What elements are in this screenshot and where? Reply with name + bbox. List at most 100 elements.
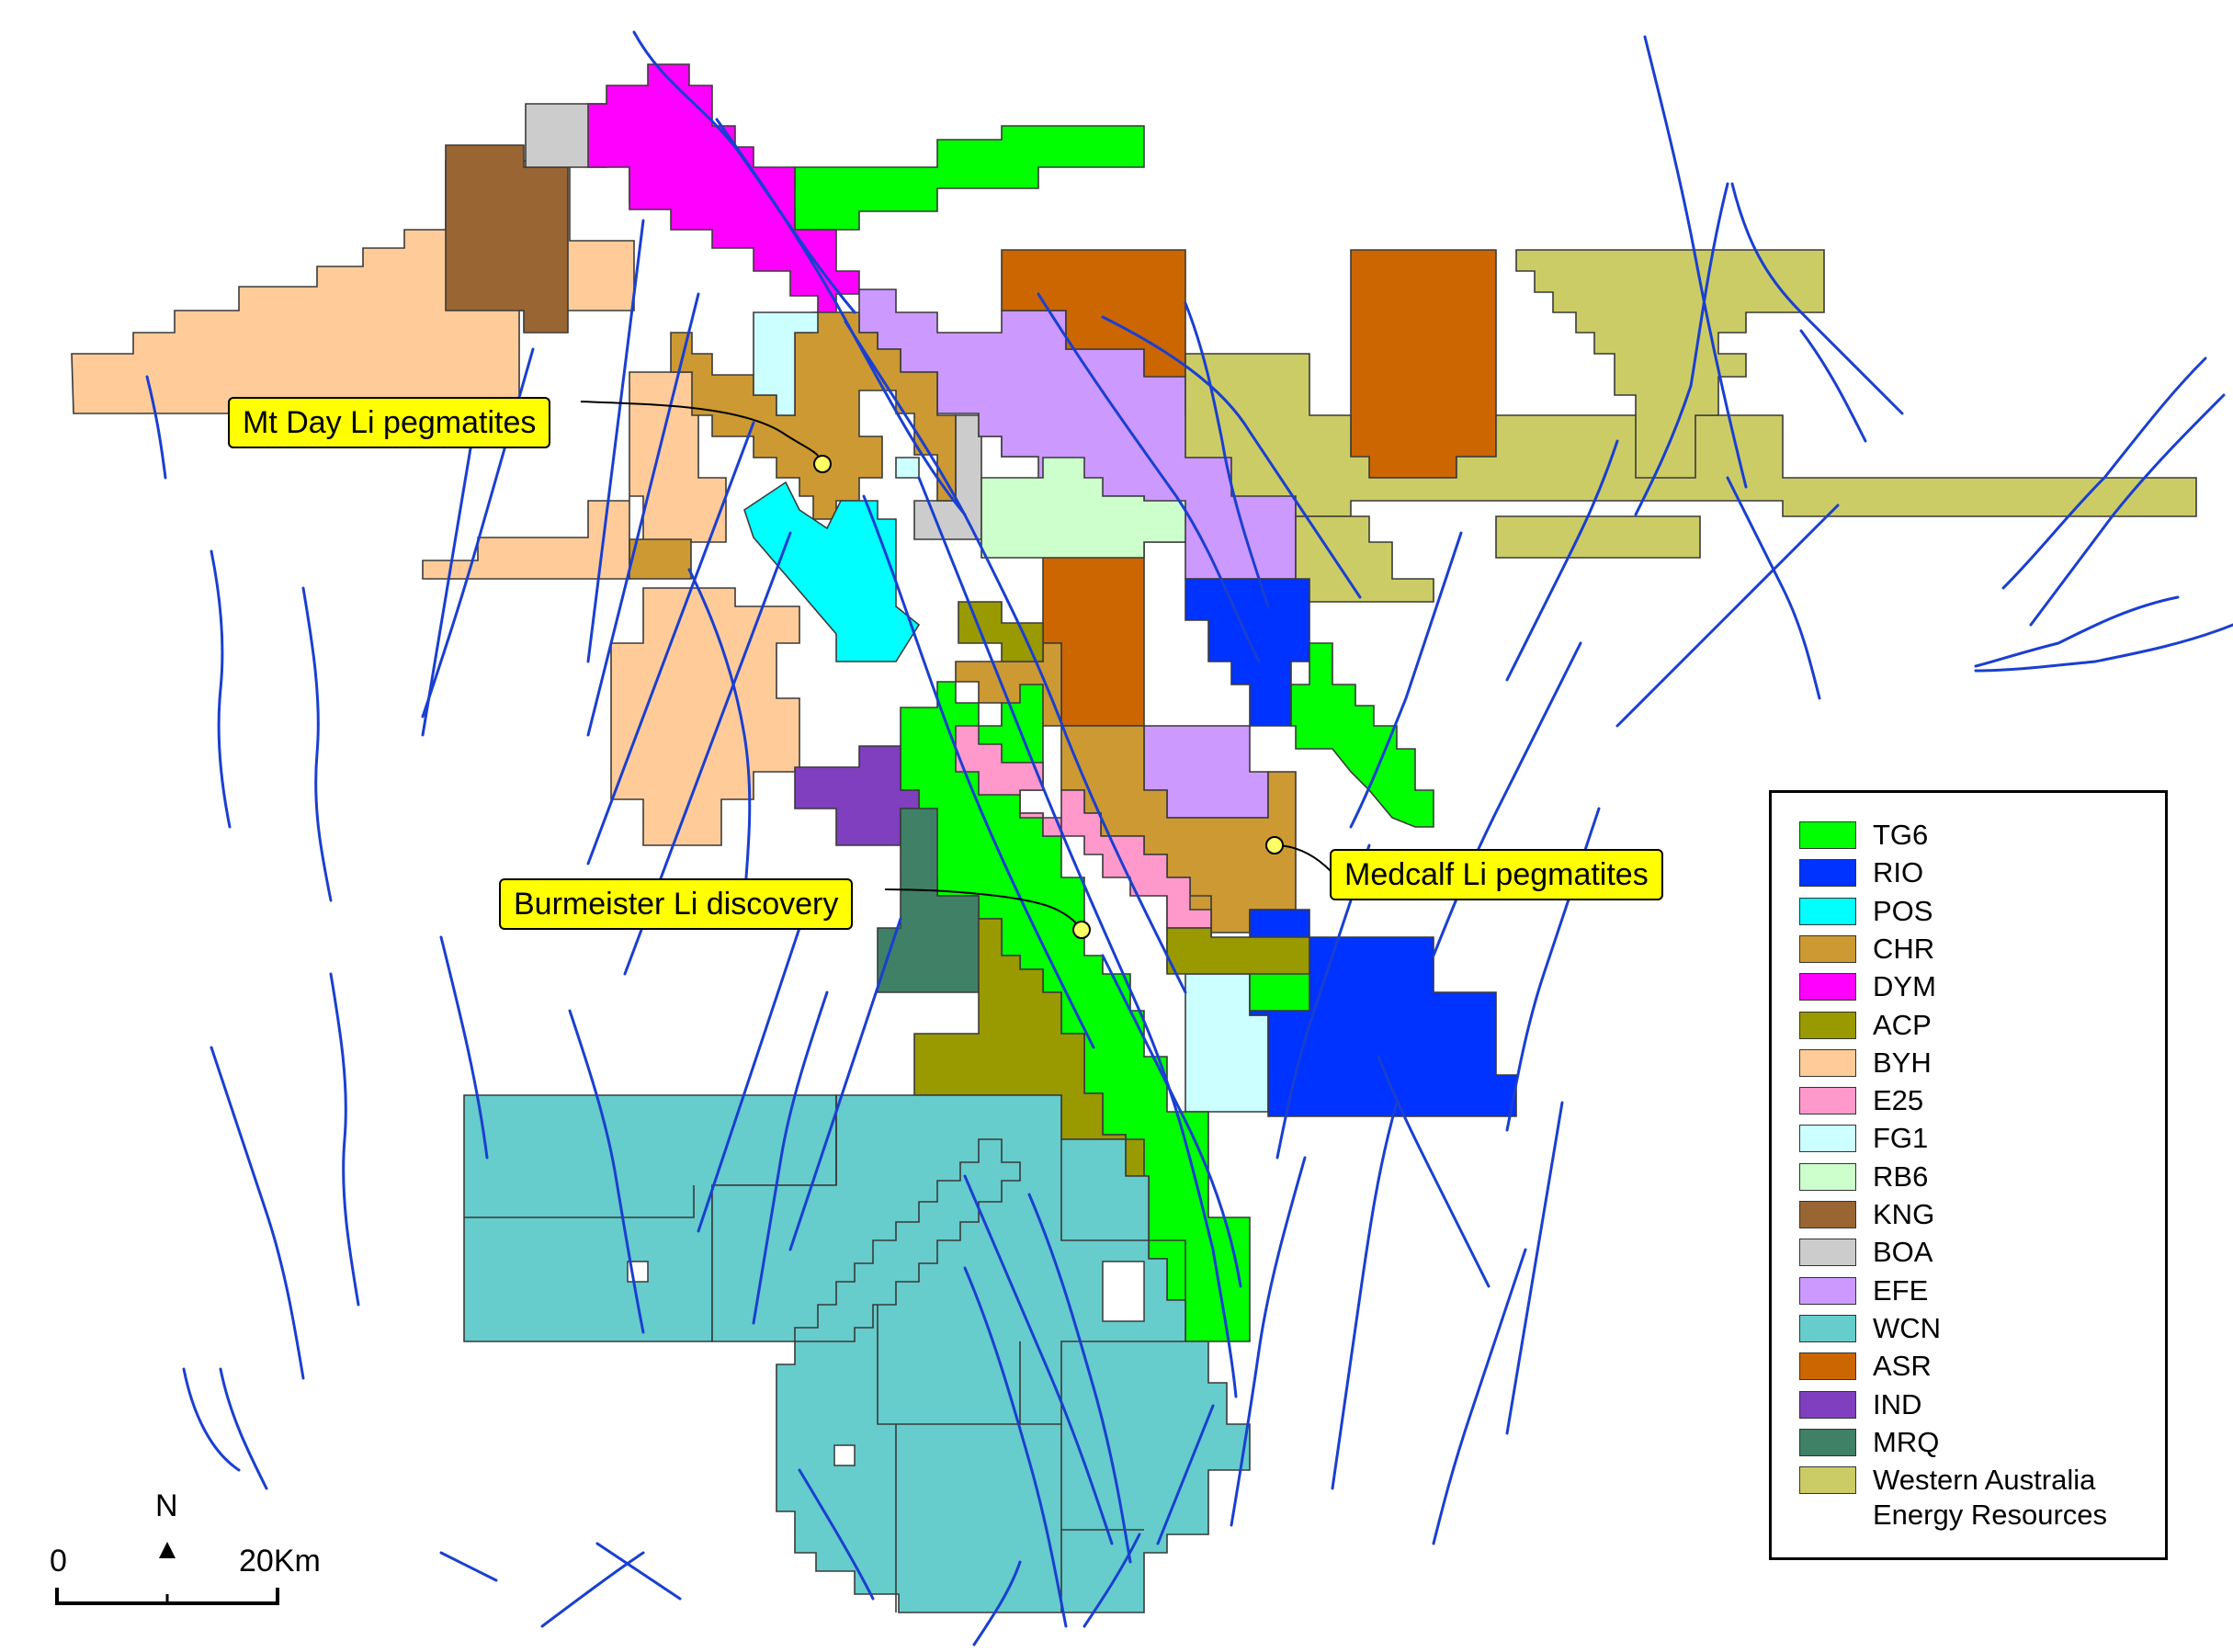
legend-label: FG1 <box>1873 1121 1928 1156</box>
legend-swatch <box>1799 1125 1856 1153</box>
legend-item-boa: BOA <box>1799 1235 1933 1272</box>
legend-label: TG6 <box>1873 818 1928 853</box>
legend-swatch <box>1799 1428 1856 1456</box>
legend-item-e25: E25 <box>1799 1083 1923 1120</box>
legend-swatch <box>1799 859 1856 888</box>
legend-label-line1: POS <box>1873 894 1933 927</box>
legend-label-line1: ACP <box>1873 1008 1932 1041</box>
legend-label: E25 <box>1873 1083 1923 1118</box>
wcn-subdivisions <box>464 1095 1186 1612</box>
legend-swatch <box>1799 1466 1856 1495</box>
legend-label: IND <box>1873 1387 1921 1422</box>
legend-item-asr: ASR <box>1799 1349 1932 1386</box>
tenement-asr-1 <box>1001 249 1186 378</box>
callout-mt-day: Mt Day Li pegmatites <box>228 397 551 448</box>
legend-label-line1: CHR <box>1873 932 1935 965</box>
legend-label: MRQ <box>1873 1425 1939 1460</box>
legend-label: KNG <box>1873 1197 1934 1232</box>
legend-label: BOA <box>1873 1235 1933 1270</box>
tenement-acp-mid <box>1166 927 1310 975</box>
tenement-tg6-east <box>1290 642 1434 828</box>
legend-label: WCN <box>1873 1311 1941 1346</box>
legend-item-acp: ACP <box>1799 1008 1932 1045</box>
legend-swatch <box>1799 1239 1856 1267</box>
legend-item-wcn: WCN <box>1799 1311 1941 1348</box>
tenement-waer-d <box>1495 515 1701 559</box>
tenement-byh-south <box>610 587 800 846</box>
fault-lines <box>145 30 2233 1646</box>
legend-swatch <box>1799 973 1856 1001</box>
tenement-asr-2 <box>1350 249 1497 479</box>
legend-label: BYH <box>1873 1046 1932 1081</box>
callout-medcalf: Medcalf Li pegmatites <box>1330 849 1663 900</box>
legend-label: EFE <box>1873 1273 1928 1308</box>
tenement-waer-b <box>1515 249 1825 479</box>
tenement-chr-west <box>629 538 692 580</box>
legend-swatch <box>1799 1087 1856 1115</box>
legend-label-line1: BOA <box>1873 1236 1933 1269</box>
legend-item-rio: RIO <box>1799 855 1923 892</box>
tenement-fg1-small <box>895 457 920 479</box>
legend-label: ASR <box>1873 1349 1932 1384</box>
legend-swatch <box>1799 1390 1856 1419</box>
legend-label-line1: Western Australia <box>1873 1464 2096 1497</box>
legend-label-line1: ASR <box>1873 1350 1932 1383</box>
legend-item-efe: EFE <box>1799 1273 1928 1310</box>
legend-item-pos: POS <box>1799 894 1933 931</box>
legend-item-byh: BYH <box>1799 1046 1932 1082</box>
legend-label-line1: IND <box>1873 1387 1922 1420</box>
legend-label-line1: KNG <box>1873 1198 1935 1230</box>
north-arrow-icon <box>159 1542 176 1558</box>
legend-item-chr: CHR <box>1799 932 1934 968</box>
legend-label: RB6 <box>1873 1160 1928 1194</box>
burmeister-marker <box>1072 921 1091 939</box>
legend-swatch <box>1799 1352 1856 1381</box>
callout-leaders <box>580 401 1332 939</box>
legend-item-mrq: MRQ <box>1799 1425 1939 1462</box>
legend-item-ind: IND <box>1799 1387 1921 1424</box>
mt-day-marker <box>813 455 832 473</box>
legend-item-kng: KNG <box>1799 1197 1934 1234</box>
legend-swatch <box>1799 897 1856 925</box>
tenement-tg6-pocket <box>1249 968 1310 1012</box>
legend-label-line1: TG6 <box>1873 819 1929 851</box>
legend-item-tg6: TG6 <box>1799 818 1928 854</box>
legend-item-fg1: FG1 <box>1799 1121 1928 1158</box>
legend-label: RIO <box>1873 855 1923 890</box>
legend-swatch <box>1799 934 1856 963</box>
tenement-rb6 <box>980 457 1186 559</box>
tenement-acp-north <box>958 601 1044 662</box>
legend-swatch <box>1799 1276 1856 1305</box>
legend-label: DYM <box>1873 969 1936 1004</box>
tenement-kng <box>445 144 569 334</box>
legend-item-rb6: RB6 <box>1799 1160 1928 1196</box>
medcalf-marker <box>1265 836 1284 854</box>
tenement-rio-south <box>1249 909 1517 1117</box>
legend-label-line1: EFE <box>1873 1273 1929 1307</box>
legend-label: POS <box>1873 894 1933 929</box>
north-label: N <box>155 1488 178 1523</box>
legend-item-dym: DYM <box>1799 969 1936 1006</box>
legend-label-line1: RIO <box>1873 856 1924 889</box>
legend-label-line1: WCN <box>1873 1311 1942 1344</box>
legend-label-line1: DYM <box>1873 970 1936 1003</box>
scale-bar <box>55 1542 279 1605</box>
tenement-waer-c <box>1295 515 1434 603</box>
legend-label-line1: BYH <box>1873 1046 1932 1079</box>
scale-end-label: 20Km <box>239 1544 321 1578</box>
callout-burmeister: Burmeister Li discovery <box>499 878 854 930</box>
legend-label-line2: Energy Resources <box>1873 1499 2108 1532</box>
tenement-fg1-north <box>753 311 819 416</box>
legend-swatch <box>1799 821 1856 849</box>
legend-swatch <box>1799 1314 1856 1342</box>
legend-swatch <box>1799 1162 1856 1191</box>
scale-start-label: 0 <box>50 1544 67 1578</box>
legend-swatch <box>1799 1048 1856 1077</box>
legend-label-line1: FG1 <box>1873 1122 1929 1155</box>
legend-swatch <box>1799 1201 1856 1228</box>
legend-label-line1: E25 <box>1873 1084 1924 1117</box>
